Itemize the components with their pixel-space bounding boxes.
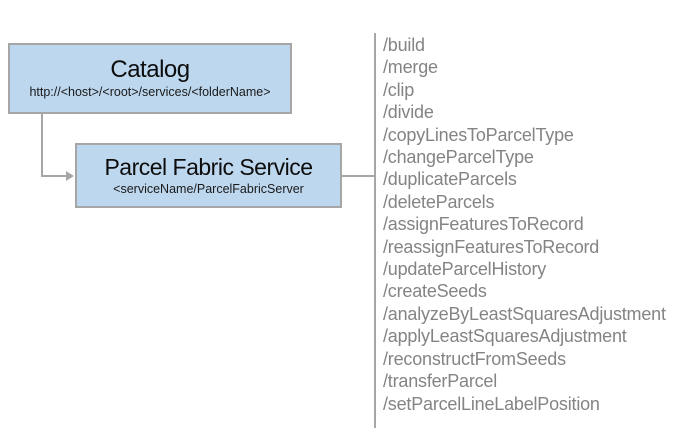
endpoint-item: /merge — [383, 57, 438, 78]
connector-catalog-to-service-horizontal — [41, 175, 68, 177]
endpoints-list: /build/merge/clip/divide/copyLinesToParc… — [383, 34, 683, 415]
endpoint-item: /updateParcelHistory — [383, 259, 547, 280]
arrowhead-icon — [66, 171, 74, 181]
node-parcel-fabric-service-title: Parcel Fabric Service — [104, 154, 313, 180]
endpoint-item: /duplicateParcels — [383, 169, 517, 190]
endpoint-item: /reconstructFromSeeds — [383, 348, 566, 369]
endpoints-divider-line — [374, 33, 376, 428]
endpoint-item: /divide — [383, 102, 434, 123]
endpoint-item: /clip — [383, 79, 415, 100]
node-parcel-fabric-service-subtitle: <serviceName/ParcelFabricServer — [113, 182, 304, 196]
endpoint-item: /createSeeds — [383, 281, 487, 302]
node-parcel-fabric-service: Parcel Fabric Service <serviceName/Parce… — [75, 143, 342, 208]
endpoint-item: /setParcelLineLabelPosition — [383, 393, 600, 414]
node-catalog-subtitle: http://<host>/<root>/services/<folderNam… — [29, 85, 271, 99]
endpoint-item: /changeParcelType — [383, 147, 534, 168]
endpoint-item: /reassignFeaturesToRecord — [383, 236, 600, 257]
endpoint-item: /analyzeByLeastSquaresAdjustment — [383, 303, 666, 324]
endpoint-item: /copyLinesToParcelType — [383, 124, 574, 145]
endpoint-item: /applyLeastSquaresAdjustment — [383, 326, 627, 347]
endpoint-item: /deleteParcels — [383, 191, 495, 212]
endpoint-item: /transferParcel — [383, 371, 498, 392]
endpoint-item: /assignFeaturesToRecord — [383, 214, 584, 235]
node-catalog: Catalog http://<host>/<root>/services/<f… — [8, 43, 292, 114]
endpoint-item: /build — [383, 35, 425, 55]
connector-catalog-to-service-vertical — [41, 114, 43, 177]
connector-service-to-endpoints — [342, 175, 374, 177]
node-catalog-title: Catalog — [110, 56, 190, 83]
